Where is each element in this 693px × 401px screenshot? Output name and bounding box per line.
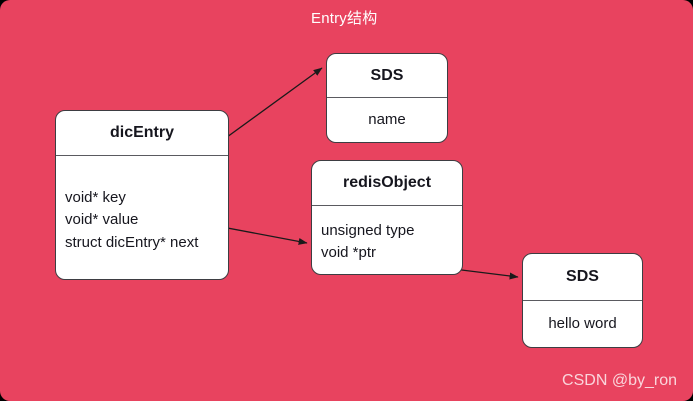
uml-class-redisobject: redisObject unsigned type void *ptr (311, 160, 463, 275)
redisobject-field-type: unsigned type (321, 221, 415, 239)
sds-hello-fields: hello word (523, 301, 642, 347)
uml-class-sds-name: SDS name (326, 53, 448, 143)
sds-hello-field-value: hello word (548, 314, 617, 332)
redisobject-title: redisObject (312, 161, 462, 206)
sds-name-fields: name (327, 98, 447, 142)
sds-hello-title: SDS (523, 254, 642, 301)
sds-name-title: SDS (327, 54, 447, 98)
page-title: Entry结构 (311, 10, 378, 27)
uml-class-sds-hello: SDS hello word (522, 253, 643, 348)
dicentry-field-next: struct dicEntry* next (65, 233, 199, 251)
sds-name-field-name: name (368, 110, 406, 128)
dicentry-fields: void* key void* value struct dicEntry* n… (56, 156, 228, 279)
redisobject-field-ptr: void *ptr (321, 244, 377, 261)
dicentry-field-key: void* key (65, 189, 126, 207)
uml-class-dicentry: dicEntry void* key void* value struct di… (55, 110, 229, 280)
dicentry-title: dicEntry (56, 111, 228, 156)
dicentry-field-value: void* value (65, 211, 139, 229)
watermark: CSDN @by_ron (562, 372, 677, 389)
redisobject-fields: unsigned type void *ptr (312, 206, 462, 274)
